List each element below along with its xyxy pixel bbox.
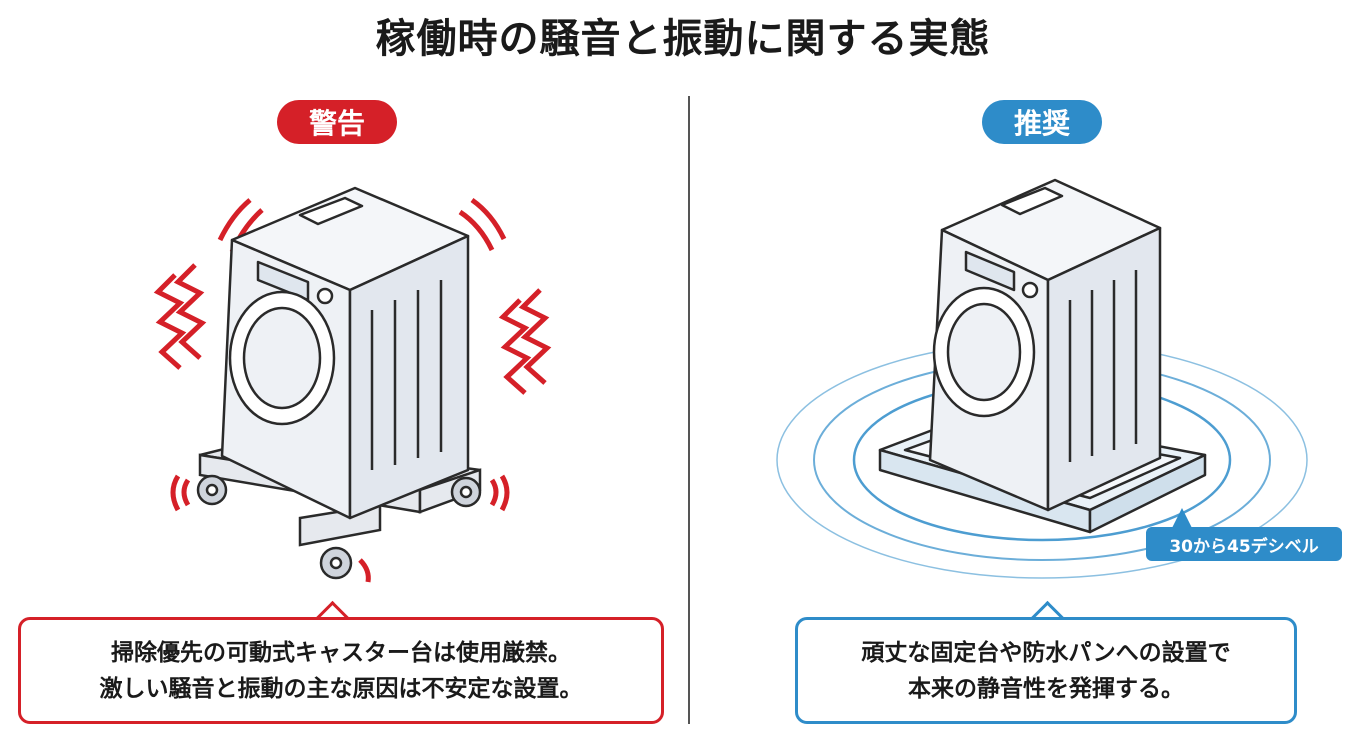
noise-level-label: 30から45デシベル — [1146, 527, 1342, 561]
washing-machine-icon — [220, 186, 470, 520]
caster-wheel-icon — [196, 474, 482, 580]
warning-callout: 掃除優先の可動式キャスター台は使用厳禁。 激しい騒音と振動の主な原因は不安定な設… — [18, 617, 664, 724]
vibration-icon — [153, 197, 552, 583]
recommended-callout: 頑丈な固定台や防水パンへの設置で 本来の静音性を発揮する。 — [795, 617, 1297, 724]
recommended-line-1: 頑丈な固定台や防水パンへの設置で — [861, 639, 1231, 666]
warning-badge: 警告 — [277, 100, 397, 144]
washing-machine-icon-2 — [928, 178, 1162, 512]
pan-washer-illustration — [776, 178, 1308, 579]
caster-washer-illustration — [153, 186, 552, 583]
center-divider — [688, 96, 690, 724]
noise-label-tail — [1172, 508, 1192, 528]
page-title: 稼働時の騒音と振動に関する実態 — [375, 16, 991, 62]
recommended-line-2: 本来の静音性を発揮する。 — [908, 675, 1184, 702]
warning-line-2: 激しい騒音と振動の主な原因は不安定な設置。 — [99, 675, 583, 702]
warning-line-1: 掃除優先の可動式キャスター台は使用厳禁。 — [111, 639, 571, 666]
recommended-badge: 推奨 — [982, 100, 1102, 144]
